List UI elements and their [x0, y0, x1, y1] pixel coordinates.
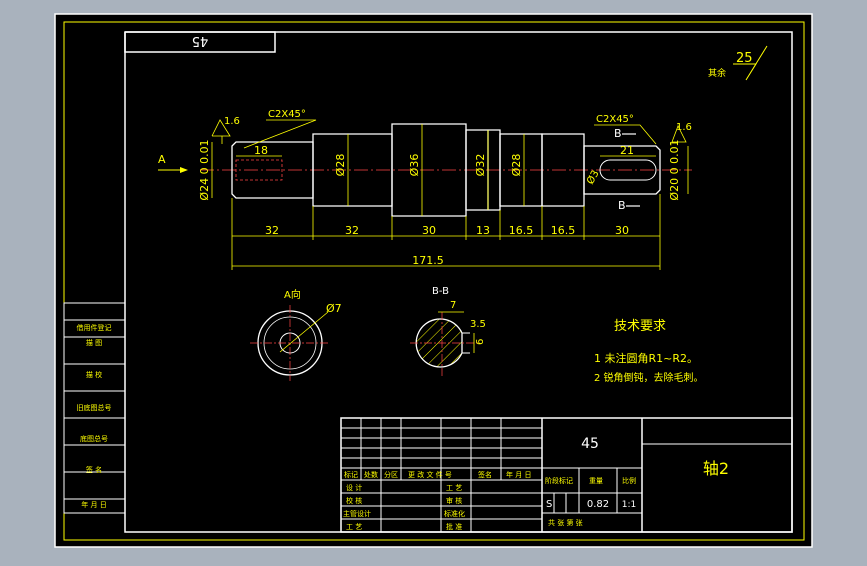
- tb-scale-header: 比例: [622, 476, 636, 485]
- roughness-label: 其余: [708, 67, 726, 79]
- tb-sheet-count: 共 张 第 张: [548, 518, 583, 527]
- runout-right-symbol: [671, 125, 687, 143]
- seg-4: 13: [476, 224, 490, 237]
- title-block-headers: 标记 处数 分区 更 改 文 件 号 签名 年 月 日 设 计 校 核 主管设计…: [343, 470, 636, 531]
- diameter-lines: [211, 124, 689, 216]
- side-label-7: 年 月 日: [81, 500, 106, 509]
- roughness-value: 25: [736, 51, 753, 66]
- seg-6: 16.5: [551, 224, 576, 237]
- side-label-1: 借用件登记: [77, 323, 112, 332]
- tech-item-2: 2 锐角倒钝，去除毛刺。: [594, 371, 704, 384]
- view-b-label: B-B: [432, 286, 449, 297]
- dia-32: Ø32: [474, 154, 487, 177]
- view-b-height: 6: [475, 339, 486, 345]
- view-a-hole-dia: Ø7: [326, 302, 342, 315]
- keyway-right: [599, 159, 657, 181]
- runout-right: 1.6: [676, 122, 692, 133]
- total-length: 171.5: [412, 254, 444, 267]
- view-a-label: A向: [284, 288, 301, 301]
- tech-item-1: 1 未注圆角R1~R2。: [594, 351, 698, 365]
- dia-20: Ø20 0 0.01: [668, 139, 681, 200]
- diameter-labels: Ø24 0 0.01 Ø28 Ø36 Ø32 Ø28 Ø20 0 0.01: [198, 139, 681, 200]
- tb-header-4: 签名: [478, 470, 492, 479]
- tb-part-name: 轴2: [703, 459, 729, 478]
- section-b-bottom: B: [618, 199, 626, 212]
- tb-row-mid-2: 标准化: [444, 509, 465, 518]
- keyway-left: [235, 159, 283, 181]
- dia-28b: Ø28: [510, 154, 523, 177]
- tb-row-left-0: 设 计: [346, 483, 362, 492]
- runout-left-symbol: [211, 119, 231, 137]
- tech-title: 技术要求: [614, 319, 666, 334]
- runout-left: 1.6: [224, 116, 240, 127]
- tb-header-2: 分区: [384, 470, 398, 479]
- tb-weight-header: 重量: [589, 477, 603, 485]
- chamfer-left-leader: [243, 119, 317, 149]
- tb-stage-header: 阶段标记: [545, 476, 573, 485]
- side-column: [63, 302, 126, 514]
- roughness-symbol: [733, 45, 768, 81]
- outer-frame: [63, 21, 805, 541]
- stamp-text: 45: [192, 33, 209, 48]
- dia-28a: Ø28: [334, 154, 347, 177]
- side-label-4: 旧底图总号: [77, 403, 112, 412]
- segment-dim-values: 32 32 30 13 16.5 16.5 30 171.5: [265, 224, 629, 267]
- view-b-width: 7: [450, 300, 456, 311]
- stamp-box: [124, 31, 276, 53]
- tb-row-left-2: 主管设计: [343, 509, 371, 518]
- title-block-grid: [340, 417, 793, 533]
- segment-dim-lines: [231, 194, 661, 270]
- section-b-top: B: [614, 127, 622, 140]
- side-label-6: 签 名: [86, 465, 102, 474]
- tb-header-0: 标记: [344, 470, 358, 479]
- tb-material: 45: [581, 436, 599, 452]
- tb-scale-value: 1:1: [622, 500, 636, 510]
- chamfer-left: C2X45°: [268, 109, 306, 120]
- view-a-marker: A: [158, 153, 166, 166]
- side-label-3: 描 校: [86, 370, 102, 379]
- dia-24: Ø24 0 0.01: [198, 139, 211, 200]
- keyway-right-len: 21: [620, 144, 634, 157]
- tb-row-left-1: 校 核: [346, 496, 362, 505]
- dia-36: Ø36: [408, 154, 421, 177]
- seg-1: 32: [265, 224, 279, 237]
- view-b-depth: 3.5: [470, 319, 486, 330]
- seg-7: 30: [615, 224, 629, 237]
- tb-header-1: 处数: [364, 470, 378, 479]
- chamfer-right-leader: [594, 124, 657, 145]
- chamfer-right: C2X45°: [596, 114, 634, 125]
- tb-header-5: 年 月 日: [506, 470, 531, 479]
- tb-stage-value: S: [546, 499, 552, 510]
- side-label-5: 底图总号: [80, 434, 108, 443]
- side-labels: 借用件登记 描 图 描 校 旧底图总号 底图总号 签 名 年 月 日: [77, 323, 112, 509]
- tb-row-mid-1: 审 核: [446, 496, 462, 505]
- seg-3: 30: [422, 224, 436, 237]
- seg-5: 16.5: [509, 224, 534, 237]
- tb-row-mid-0: 工 艺: [446, 484, 462, 492]
- seg-2: 32: [345, 224, 359, 237]
- tb-weight-value: 0.82: [587, 499, 609, 510]
- sheet: [54, 13, 813, 548]
- tb-row-left-3: 工 艺: [346, 523, 362, 531]
- keyway-left-len: 18: [254, 144, 268, 157]
- side-label-2: 描 图: [86, 338, 102, 347]
- tb-row-mid-3: 批 准: [446, 522, 462, 531]
- tb-header-3: 更 改 文 件 号: [408, 470, 452, 479]
